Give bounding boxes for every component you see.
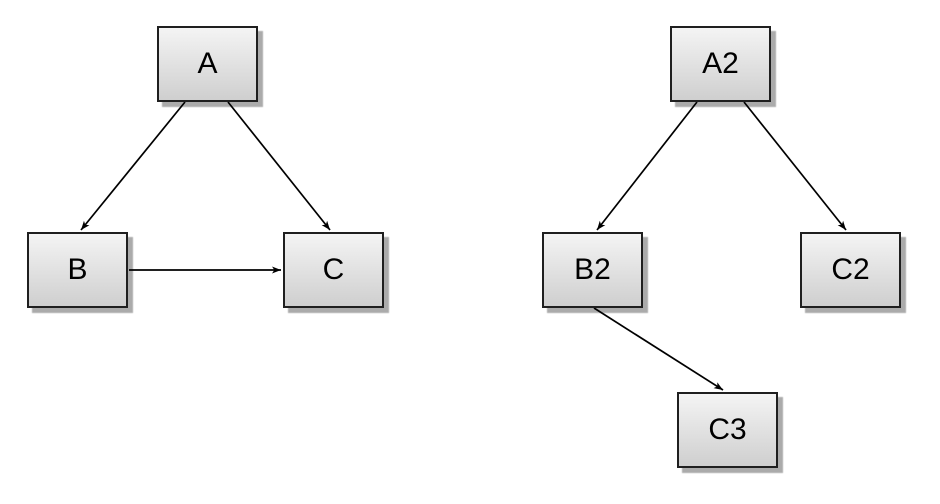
node-label-C2: C2 xyxy=(831,253,870,286)
node-label-B2: B2 xyxy=(574,253,611,286)
node-A2[interactable]: A2 xyxy=(670,26,771,102)
node-A[interactable]: A xyxy=(157,26,258,102)
edge-B2-C3 xyxy=(593,307,724,391)
node-C[interactable]: C xyxy=(283,232,384,308)
edge-A-C xyxy=(227,101,331,231)
node-C2[interactable]: C2 xyxy=(800,232,901,308)
node-label-A2: A2 xyxy=(702,47,739,80)
edge-A-B xyxy=(80,101,186,231)
node-label-C: C xyxy=(322,253,345,286)
node-B2[interactable]: B2 xyxy=(542,232,643,308)
node-label-C3: C3 xyxy=(708,413,747,446)
node-B[interactable]: B xyxy=(27,232,128,308)
node-C3[interactable]: C3 xyxy=(677,392,778,468)
node-label-B: B xyxy=(67,253,88,286)
edge-A2-C2 xyxy=(743,101,847,231)
node-label-A: A xyxy=(197,47,218,80)
edge-A2-B2 xyxy=(596,101,698,231)
